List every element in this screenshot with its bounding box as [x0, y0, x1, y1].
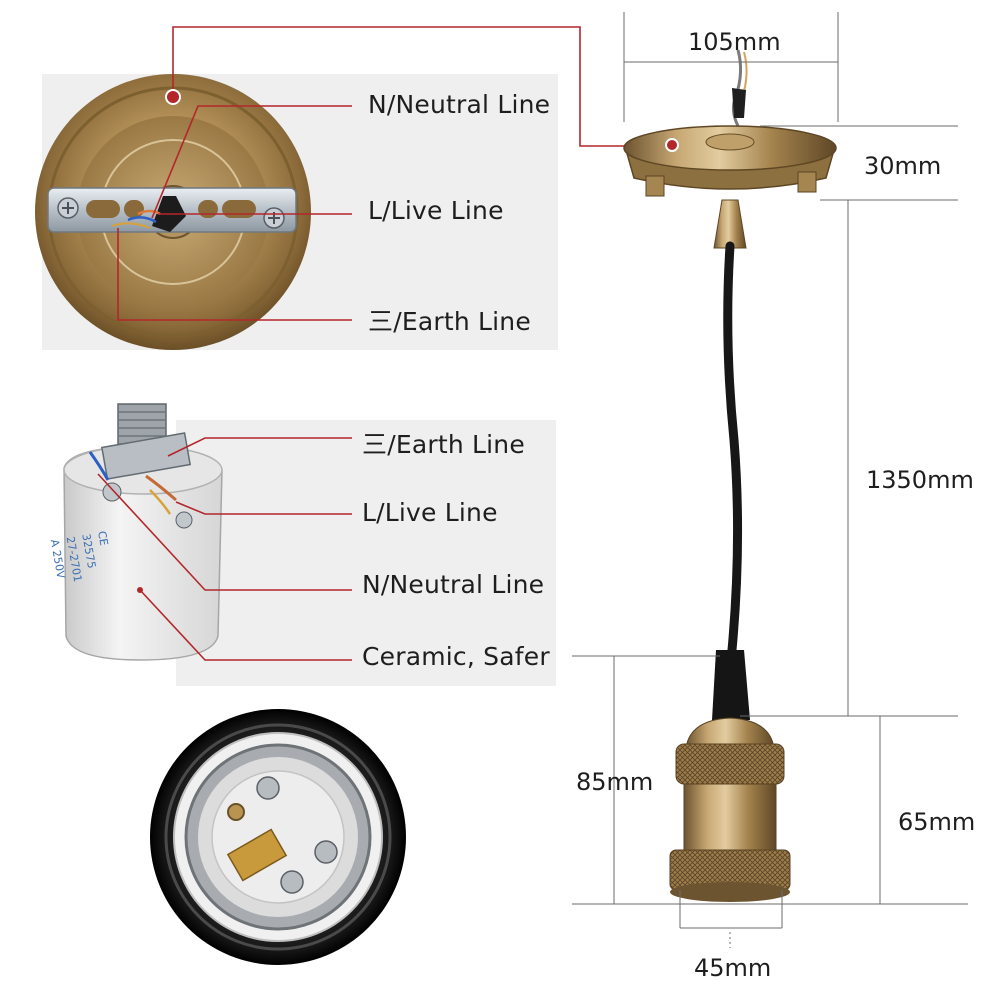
socket-panel-background — [176, 420, 556, 686]
ceramic-safer-label: Ceramic, Safer — [362, 642, 550, 671]
canopy-callout-line — [172, 26, 672, 147]
socket-print-line1: 32575 — [79, 533, 98, 570]
earth-leader-line — [117, 228, 352, 321]
holder-body-label: 65mm — [898, 808, 976, 836]
canopy-earth-label: 三/Earth Line — [368, 307, 531, 336]
socket-leader-lines — [97, 437, 352, 661]
dimension-lines — [572, 12, 968, 948]
canopy-photo — [35, 74, 311, 350]
neutral-leader-line — [151, 105, 352, 219]
canopy-panel — [35, 26, 672, 350]
canopy-leader-lines — [117, 26, 672, 321]
socket-earth-leader-line — [167, 437, 352, 457]
socket-bottom-photo — [150, 709, 406, 965]
socket-print-mark: CE — [95, 530, 110, 547]
socket-earth-label: 三/Earth Line — [362, 430, 525, 459]
socket-panel: CE 32575 27-2701 A 250V — [48, 403, 556, 686]
canopy-live-label: L/Live Line — [368, 196, 504, 225]
pendant-photo — [623, 49, 837, 902]
socket-live-label: L/Live Line — [362, 498, 498, 527]
holder-total-label: 85mm — [576, 768, 654, 796]
ceramic-leader-line — [139, 589, 352, 661]
canopy-width-label: 105mm — [688, 28, 781, 56]
canopy-height-label: 30mm — [864, 152, 942, 180]
ceramic-marker-dot — [137, 587, 143, 593]
canopy-neutral-label: N/Neutral Line — [368, 90, 551, 119]
cable-length-label: 1350mm — [866, 466, 974, 494]
socket-neutral-leader-line — [97, 473, 352, 591]
ceramic-socket-photo: CE 32575 27-2701 A 250V — [48, 403, 223, 661]
canopy-marker-dot — [165, 89, 181, 105]
socket-live-leader-line — [175, 501, 352, 515]
pendant-canopy-marker — [665, 138, 679, 152]
socket-neutral-label: N/Neutral Line — [362, 570, 545, 599]
holder-diameter-label: 45mm — [694, 954, 772, 982]
